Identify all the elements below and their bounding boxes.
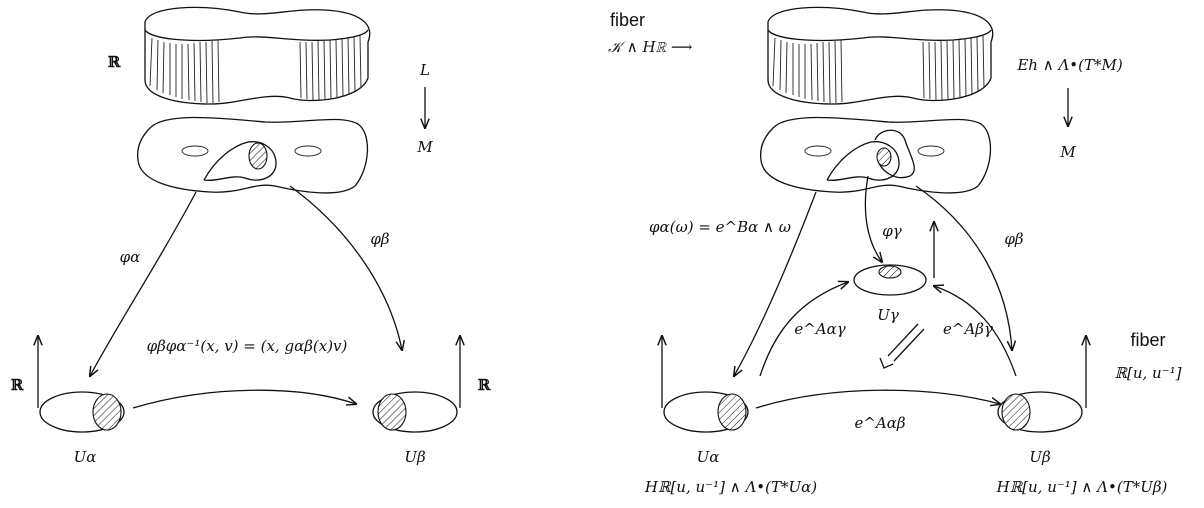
right-u-gamma-label: Uγ	[877, 306, 899, 324]
left-phi-alpha-arrow	[90, 191, 197, 376]
right-phi-beta-label: φβ	[1004, 230, 1024, 248]
right-e-a-alpha-beta-label: e^Aαβ	[854, 414, 905, 432]
right-phi-beta-arrow	[915, 185, 1012, 350]
left-fiber-block	[144, 6, 371, 105]
right-e-a-beta-gamma-arrow	[934, 286, 1017, 377]
right-phi-alpha-arrow	[734, 191, 817, 376]
right-diagram: fiber 𝒦 ∧ Hℝ ⟶ Eh ∧ Λ•(T*M) M	[608, 6, 1182, 496]
left-phi-alpha-label: φα	[120, 248, 141, 266]
right-e-a-beta-gamma-label: e^Aβγ	[943, 320, 993, 338]
right-base-manifold	[759, 116, 992, 194]
right-e-a-alpha-gamma-label: e^Aαγ	[794, 320, 845, 338]
left-transition-arrow	[132, 389, 356, 409]
right-u-beta-label: Uβ	[1029, 448, 1051, 466]
right-u-alpha-label: Uα	[697, 448, 720, 466]
left-u-beta-chart	[372, 336, 460, 433]
left-phi-beta-label: φβ	[370, 230, 390, 248]
right-fiber-expr-top: 𝒦 ∧ Hℝ ⟶	[608, 38, 692, 56]
left-phi-beta-arrow	[289, 185, 402, 350]
right-e-a-alpha-gamma-arrow	[759, 282, 848, 377]
right-bottom-left-expr: Hℝ[u, u⁻¹] ∧ Λ•(T*Uα)	[644, 478, 817, 496]
left-axis-label-left: ℝ	[11, 376, 25, 394]
right-phi-gamma-label: φγ	[882, 222, 902, 240]
left-map-arrow-top: L	[419, 61, 430, 79]
right-fiber-word-right: fiber	[1130, 330, 1165, 350]
left-axis-label-right: ℝ	[478, 376, 492, 394]
left-diagram: L M ℝ φα φβ φβφα⁻¹(x, v) = (x, gαβ(x)v) …	[11, 6, 492, 466]
right-bundle-label: Eh ∧ Λ•(T*M)	[1016, 56, 1123, 74]
right-double-arrow	[879, 323, 925, 369]
left-fiber-label: ℝ	[108, 53, 122, 71]
right-u-alpha-chart	[662, 336, 749, 433]
right-phi-gamma-arrow	[864, 175, 882, 262]
right-fiber-block	[767, 6, 994, 105]
left-map-arrow-bottom: M	[416, 138, 433, 156]
left-base-manifold	[136, 116, 369, 194]
right-e-a-alpha-beta-arrow	[755, 389, 1000, 409]
right-fiber-expr-right: ℝ[u, u⁻¹]	[1115, 364, 1182, 382]
left-u-alpha-chart	[38, 336, 125, 433]
right-fiber-word-top: fiber	[610, 10, 645, 30]
right-map-arrow-bottom: M	[1059, 143, 1076, 161]
left-transition-label: φβφα⁻¹(x, v) = (x, gαβ(x)v)	[147, 337, 348, 355]
right-phi-alpha-label: φα(ω) = e^Bα ∧ ω	[649, 218, 791, 236]
right-bottom-right-expr: Hℝ[u, u⁻¹] ∧ Λ•(T*Uβ)	[996, 478, 1168, 496]
right-u-gamma-chart	[853, 222, 934, 296]
right-u-beta-chart	[997, 336, 1086, 433]
left-u-alpha-label: Uα	[74, 448, 97, 466]
left-u-beta-label: Uβ	[404, 448, 426, 466]
